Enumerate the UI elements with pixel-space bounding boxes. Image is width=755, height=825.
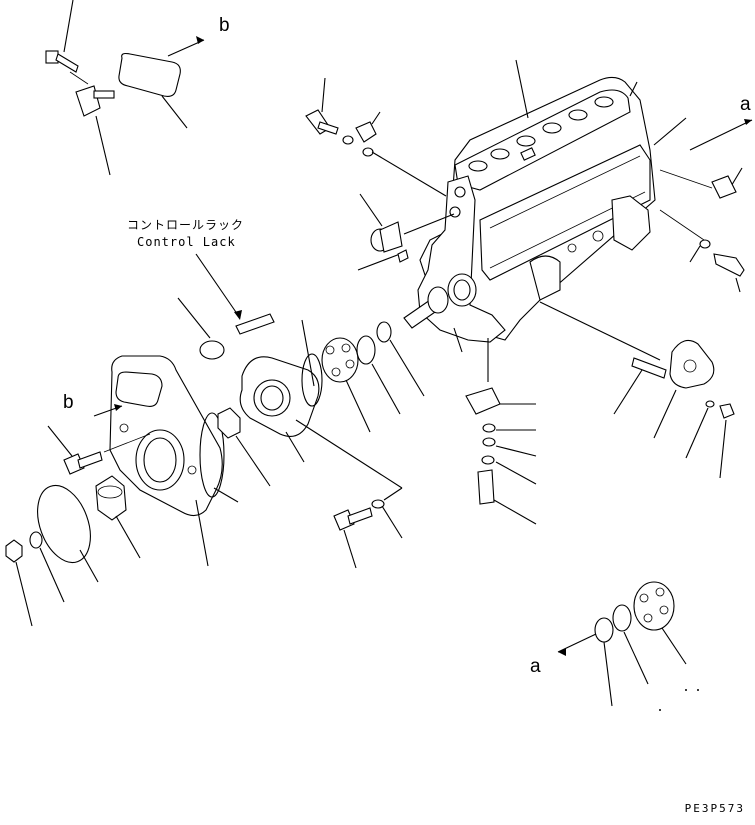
control-lack-label-jp: コントロールラック: [127, 218, 245, 232]
injection-pump-body: [417, 76, 656, 343]
ref-a-top: a: [740, 94, 751, 115]
arrow-b-lower: [114, 404, 122, 411]
plug: [359, 193, 455, 253]
control-rack-part: [235, 313, 275, 335]
oring-small: [199, 340, 225, 360]
pump-top-bolt-group: [305, 77, 447, 197]
lower-fastener-stack: [465, 338, 537, 525]
right-side-bolts: [659, 167, 745, 293]
bracket-top-left: [75, 85, 115, 117]
lower-bearing-group: [594, 581, 675, 643]
ref-a-lower: a: [530, 656, 541, 677]
large-oring: [37, 484, 91, 564]
roller-bearing: [321, 337, 359, 383]
gasket-ring: [199, 412, 225, 498]
arrow-b-top: [196, 36, 204, 44]
bolt-top-left: [45, 50, 79, 73]
hex-nut: [217, 407, 241, 439]
drive-gear: [95, 475, 127, 521]
drawing-code: PE3P573: [684, 802, 745, 815]
control-rack-arrow: [234, 310, 242, 320]
ref-b-top: b: [219, 15, 230, 36]
bearing-flange: [239, 356, 320, 437]
pump-leaders: [453, 59, 687, 361]
nut-far-left: [5, 539, 23, 563]
arrow-a-top: [744, 119, 752, 125]
flange-oring: [301, 353, 323, 407]
pump-camshaft: [403, 286, 449, 329]
timer-housing-cover: [109, 355, 223, 517]
control-lack-label-en: Control Lack: [137, 235, 236, 249]
cover-plate-top: [118, 52, 181, 97]
ref-b-lower: b: [63, 392, 74, 413]
arrow-a-lower: [558, 648, 566, 656]
top-left-parts: [45, 0, 205, 176]
right-gasket-group: [613, 339, 735, 479]
